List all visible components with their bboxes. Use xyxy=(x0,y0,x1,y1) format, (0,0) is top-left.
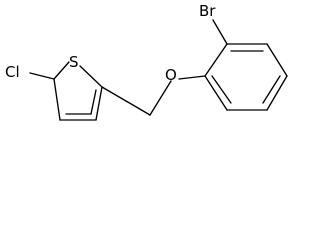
bond-c2-cl xyxy=(29,72,55,80)
chlorine-label: Cl xyxy=(5,63,20,81)
bond-c5-ch2 xyxy=(101,86,151,116)
sulfur-label: S xyxy=(69,53,79,71)
bond-c5-c4-inner xyxy=(90,89,97,115)
bond-a6-a1-inner xyxy=(211,75,232,104)
bond-c5-c4 xyxy=(95,86,103,121)
bromine-label: Br xyxy=(199,2,216,20)
bond-c3-c2 xyxy=(53,78,61,121)
bond-a3-a4 xyxy=(266,43,288,77)
bond-a1-a2 xyxy=(204,43,228,77)
bond-a2-br xyxy=(212,19,228,45)
bond-s-c5 xyxy=(79,65,103,88)
bond-a6-a1 xyxy=(204,75,228,111)
bond-a4-a5-inner xyxy=(262,75,281,104)
oxygen-label: O xyxy=(165,66,177,84)
bond-o-aryl xyxy=(178,75,206,80)
structure-diagram: Cl S O Br xyxy=(5,2,288,121)
bond-c2-s xyxy=(53,61,70,80)
bromophenyl-ring xyxy=(204,19,288,111)
substituent-bonds xyxy=(29,72,206,116)
molecule-canvas: Cl S O Br xyxy=(5,2,288,121)
thiophene-ring xyxy=(53,61,103,121)
bond-ch2-o xyxy=(149,80,172,116)
bond-a4-a5 xyxy=(266,75,288,111)
